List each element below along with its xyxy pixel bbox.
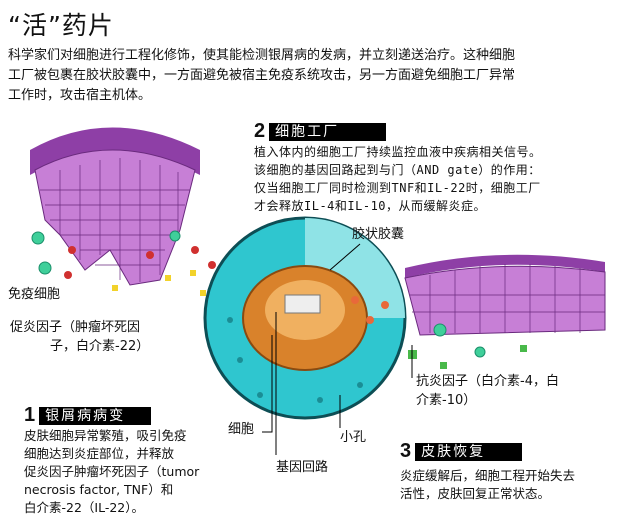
section-body: 皮肤细胞异常繁殖，吸引免疫 细胞达到炎症部位，并释放 促炎因子肿瘤坏死因子（tu… [24, 427, 199, 517]
section-psoriasis: 1 银屑病病变 皮肤细胞异常繁殖，吸引免疫 细胞达到炎症部位，并释放 促炎因子肿… [24, 404, 199, 517]
section-title: 银屑病病变 [39, 406, 152, 425]
section-number: 2 [254, 120, 266, 142]
label-line: 子，白介素-22） [50, 339, 150, 354]
body-line: 植入体内的细胞工厂持续监控血液中疾病相关信号。 [254, 145, 542, 159]
label-line: 促炎因子（肿瘤坏死因 [10, 320, 141, 335]
leader-lines [262, 243, 413, 455]
label-line: 介素-10） [416, 393, 477, 408]
section-title: 细胞工厂 [269, 122, 387, 141]
label-immune-cell: 免疫细胞 [8, 287, 61, 302]
section-body: 炎症缓解后，细胞工程开始失去 活性，皮肤回复正常状态。 [400, 467, 575, 503]
body-line: 细胞达到炎症部位，并释放 [24, 446, 175, 461]
section-header: 2 细胞工厂 [254, 120, 542, 143]
section-title: 皮肤恢复 [415, 442, 523, 461]
intro-line: 科学家们对细胞进行工程化修饰，使其能检测银屑病的发病，并立刻递送治疗。这种细胞 [8, 48, 516, 63]
body-line: 白介素-22（IL-22）。 [24, 500, 145, 515]
label-capsule: 胶状胶囊 [352, 227, 405, 242]
body-line: 促炎因子肿瘤坏死因子（tumor [24, 464, 200, 479]
inflamed-skin-tissue [30, 127, 200, 286]
yellow-factors [112, 270, 206, 296]
body-line: 炎症缓解后，细胞工程开始失去 [400, 468, 576, 483]
section-header: 3 皮肤恢复 [400, 440, 575, 463]
label-gene-circuit: 基因回路 [276, 460, 329, 475]
capsule [203, 216, 407, 420]
body-line: necrosis factor, TNF）和 [24, 482, 174, 497]
section-body: 植入体内的细胞工厂持续监控血液中疾病相关信号。 该细胞的基因回路起到与门（AND… [254, 143, 542, 215]
healthy-skin-tissue [404, 254, 606, 336]
page-title: “活”药片 [8, 11, 114, 40]
label-pro-inflammatory: 促炎因子（肿瘤坏死因 子，白介素-22） [10, 318, 149, 356]
intro-line: 工作时，攻击宿主机体。 [8, 88, 152, 103]
intro-text: 科学家们对细胞进行工程化修饰，使其能检测银屑病的发病，并立刻递送治疗。这种细胞 … [8, 46, 617, 106]
intro-line: 工厂被包裹在胶状胶囊中，一方面避免被宿主免疫系统攻击，另一方面避免细胞工厂异常 [8, 68, 516, 83]
label-cell: 细胞 [228, 422, 255, 437]
immune-cells [31, 230, 486, 358]
label-line: 抗炎因子（白介素-4，白 [416, 374, 559, 389]
section-number: 1 [24, 404, 36, 426]
body-line: 该细胞的基因回路起到与门（AND gate）的作用： [254, 163, 541, 177]
label-pore: 小孔 [340, 430, 367, 445]
body-line: 活性，皮肤回复正常状态。 [400, 486, 551, 501]
body-line: 仅当细胞工厂同时检测到TNF和IL-22时，细胞工厂 [254, 181, 541, 195]
section-skin-recovery: 3 皮肤恢复 炎症缓解后，细胞工程开始失去 活性，皮肤回复正常状态。 [400, 440, 575, 503]
gene-circuit-shape [284, 294, 321, 314]
section-number: 3 [400, 440, 412, 462]
section-header: 1 银屑病病变 [24, 404, 199, 427]
body-line: 才会释放IL-4和IL-10，从而缓解炎症。 [254, 199, 487, 213]
body-line: 皮肤细胞异常繁殖，吸引免疫 [24, 428, 187, 443]
section-cell-factory: 2 细胞工厂 植入体内的细胞工厂持续监控血液中疾病相关信号。 该细胞的基因回路起… [254, 120, 542, 215]
label-anti-inflammatory: 抗炎因子（白介素-4，白 介素-10） [416, 372, 559, 410]
